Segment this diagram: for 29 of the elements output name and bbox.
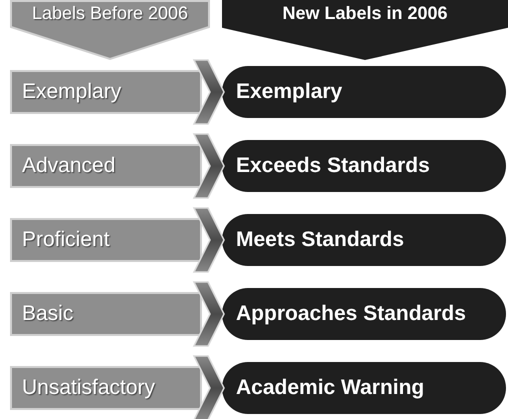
- chevron-arrow: [192, 281, 225, 347]
- chevron-arrow: [192, 133, 225, 199]
- level-label: Basic: [22, 302, 74, 326]
- label-pill: [222, 288, 506, 340]
- chevron-arrow: [192, 59, 225, 125]
- level-label: Academic Warning: [236, 376, 424, 400]
- column-heading: Labels Before 2006: [32, 3, 188, 24]
- label-pill: [222, 362, 506, 414]
- column-header-banner: [10, 0, 210, 60]
- chevron-arrow: [192, 207, 225, 273]
- label-pill: [222, 140, 506, 192]
- label-box: [10, 366, 202, 410]
- level-label: Meets Standards: [236, 228, 404, 252]
- level-label: Exceeds Standards: [236, 154, 430, 178]
- chevron-arrow: [192, 355, 225, 419]
- label-box: [10, 70, 202, 114]
- level-label: Approaches Standards: [236, 302, 466, 326]
- label-box: [10, 292, 202, 336]
- label-pill: [222, 214, 506, 266]
- column-heading: New Labels in 2006: [282, 3, 448, 24]
- column-header-banner: [222, 0, 508, 60]
- level-label: Exemplary: [236, 80, 342, 104]
- level-label: Proficient: [22, 228, 110, 252]
- label-box: [10, 144, 202, 188]
- label-box: [10, 218, 202, 262]
- level-label: Exemplary: [22, 80, 122, 104]
- level-label: Advanced: [22, 154, 116, 178]
- label-pill: [222, 66, 506, 118]
- level-label: Unsatisfactory: [22, 376, 156, 400]
